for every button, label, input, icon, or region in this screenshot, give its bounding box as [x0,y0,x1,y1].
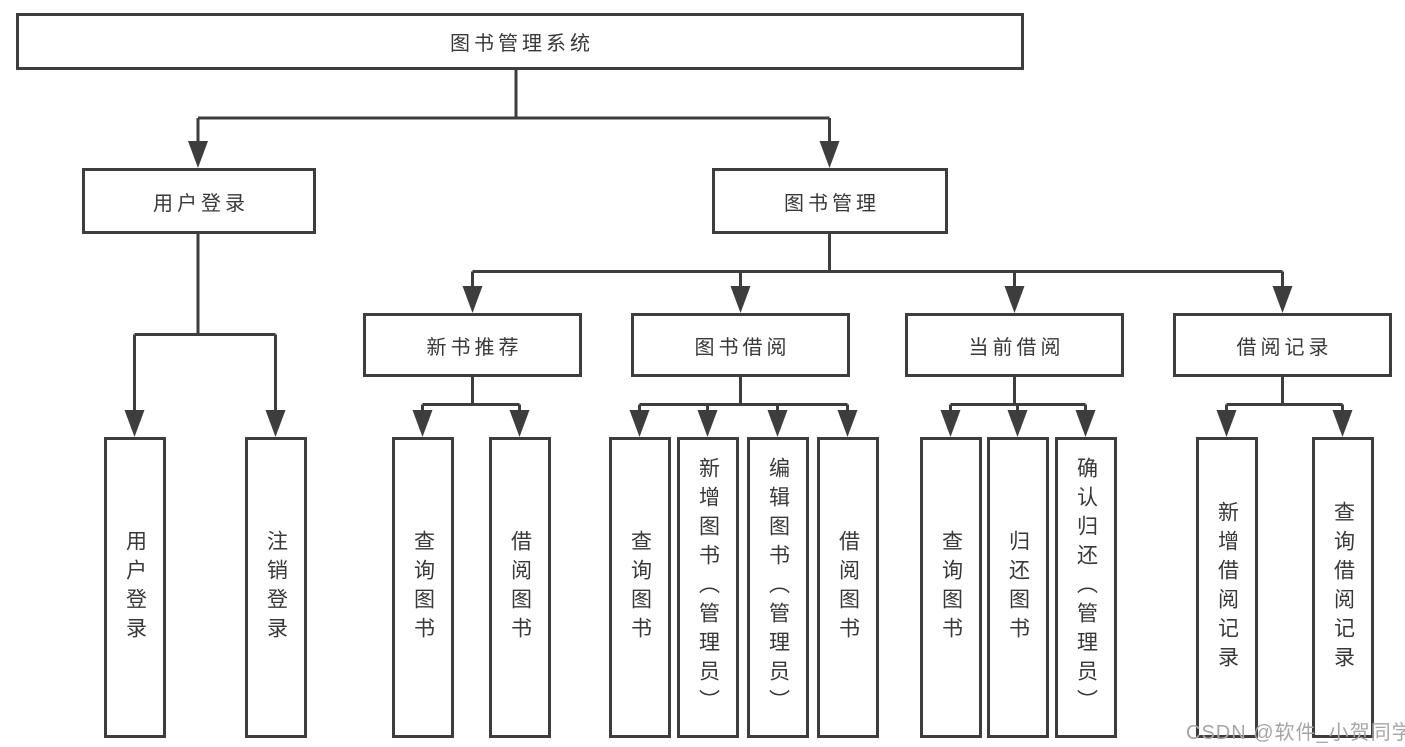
node-label: 查询图书 [939,529,963,646]
node-leaf-edit-book-admin: 编辑图书（管理员） [747,437,809,738]
node-leaf-user-login: 用户登录 [104,437,166,738]
node-label: 图书管理系统 [450,33,594,55]
node-library-management-system: 图书管理系统 [16,13,1024,70]
node-leaf-borrow-books: 借阅图书 [817,437,879,738]
node-leaf-logout: 注销登录 [245,437,307,738]
node-label: 用户登录 [123,529,147,646]
arrowheads [124,141,1353,437]
node-book-management: 图书管理 [712,168,948,234]
node-label: 借阅图书 [836,529,860,646]
node-label: 查询图书 [628,529,652,646]
node-leaf-return-books: 归还图书 [987,437,1049,738]
node-label: 借阅图书 [508,529,532,646]
node-label: 新增借阅记录 [1215,500,1239,675]
node-label: 用户登录 [153,192,249,215]
node-label: 图书借阅 [694,336,791,359]
node-new-book-recommendation: 新书推荐 [363,313,582,377]
node-leaf-borrow-books-recommend: 借阅图书 [489,437,551,738]
node-leaf-add-borrow-record: 新增借阅记录 [1196,437,1258,738]
node-label: 查询借阅记录 [1331,500,1355,675]
node-leaf-query-books-current: 查询图书 [920,437,982,738]
node-leaf-query-books-recommend: 查询图书 [392,437,454,738]
node-borrowing-records: 借阅记录 [1173,313,1392,377]
node-label: 新书推荐 [426,336,523,359]
node-label: 当前借阅 [968,336,1065,359]
node-label: 确认归还（管理员） [1074,457,1098,718]
node-current-borrowing: 当前借阅 [905,313,1124,377]
node-user-login: 用户登录 [82,168,316,234]
node-label: 查询图书 [411,529,435,646]
node-label: 注销登录 [264,529,288,646]
node-leaf-confirm-return-admin: 确认归还（管理员） [1055,437,1117,738]
node-label: 编辑图书（管理员） [766,457,790,718]
csdn-watermark: CSDN @软件_小贺同学 [1186,722,1405,744]
node-label: 借阅记录 [1236,336,1333,359]
node-leaf-add-book-admin: 新增图书（管理员） [677,437,739,738]
node-label: 新增图书（管理员） [696,457,720,718]
node-label: 归还图书 [1006,529,1030,646]
node-leaf-query-books-borrow: 查询图书 [609,437,671,738]
node-leaf-query-borrow-record: 查询借阅记录 [1312,437,1374,738]
node-label: 图书管理 [784,192,880,215]
node-book-borrowing: 图书借阅 [631,313,850,377]
